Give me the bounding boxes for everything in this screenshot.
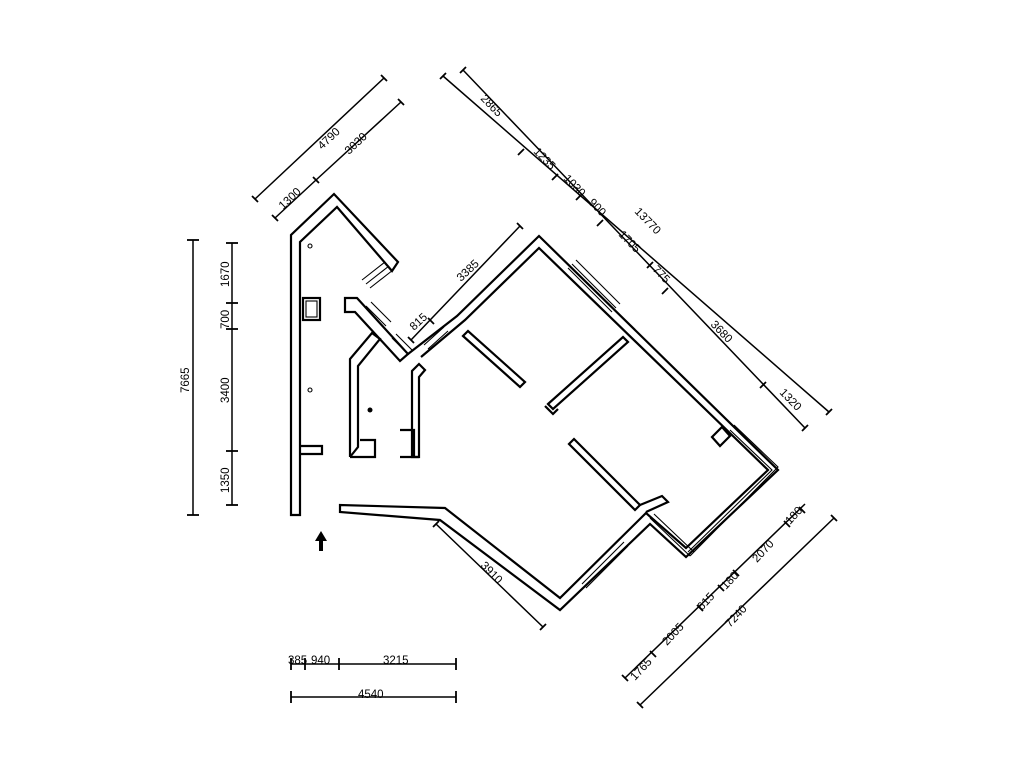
- dim-bottom-a: 385: [288, 655, 307, 667]
- shaft: [301, 296, 322, 322]
- dim-br-a: 1765: [628, 656, 654, 683]
- dim-top-right-h: 1320: [777, 387, 803, 414]
- dim-top-left-total: 4790: [316, 126, 343, 152]
- dim-top-right-e: 1705: [616, 229, 642, 256]
- dim-top-right-d: 900: [586, 197, 608, 219]
- floor-drain: [307, 387, 313, 393]
- dim-left-c: 3400: [220, 377, 232, 403]
- entry-arrow-icon: [315, 531, 327, 551]
- dim-br-b: 2005: [660, 621, 686, 648]
- windows: [361, 259, 779, 589]
- partition-2: [544, 335, 630, 416]
- bathroom-bottom-wall: [350, 428, 419, 459]
- floor-drain: [307, 243, 313, 249]
- dimension-lines: [187, 66, 838, 709]
- fixtures: [301, 243, 373, 413]
- partition-1: [461, 329, 527, 389]
- dim-top-right-total: 13770: [632, 206, 663, 237]
- dim-left-d: 1350: [220, 467, 232, 493]
- corridor-wall: [343, 296, 410, 363]
- dim-bottom-total: 4540: [358, 689, 384, 701]
- partition-3: [567, 437, 642, 512]
- dim-bottom-diag: 3910: [478, 560, 504, 587]
- dim-br-c: 615: [695, 591, 717, 613]
- dim-left-a: 1670: [220, 261, 232, 287]
- dim-bottom-c: 3215: [383, 655, 409, 667]
- dim-inner-a: 815: [408, 311, 430, 333]
- dim-left-b: 700: [220, 310, 232, 329]
- floor-drain: [367, 407, 373, 413]
- partition-5: [710, 425, 732, 448]
- main-outer-wall: [338, 234, 780, 612]
- dim-top-right-g: 3680: [708, 319, 734, 346]
- bathroom-wall: [348, 331, 382, 458]
- dim-top-right-b: 1235: [531, 146, 557, 173]
- dim-top-right-a: 2865: [478, 93, 504, 120]
- dim-br-total: 7240: [723, 603, 749, 630]
- left-wing-wall: [289, 192, 400, 517]
- dim-bottom-b: 940: [311, 655, 330, 667]
- dim-left-total: 7665: [180, 367, 192, 393]
- dim-top-left-a: 1300: [277, 186, 304, 212]
- dimension-labels: 4790 1300 3030 2865 1235 1030 900 1705 7…: [180, 93, 805, 701]
- dim-br-e: 2070: [750, 538, 776, 565]
- partition-4: [639, 494, 670, 514]
- dim-top-right-f: 775: [650, 264, 672, 286]
- left-wing-ledge: [300, 444, 324, 456]
- walls: [289, 192, 780, 612]
